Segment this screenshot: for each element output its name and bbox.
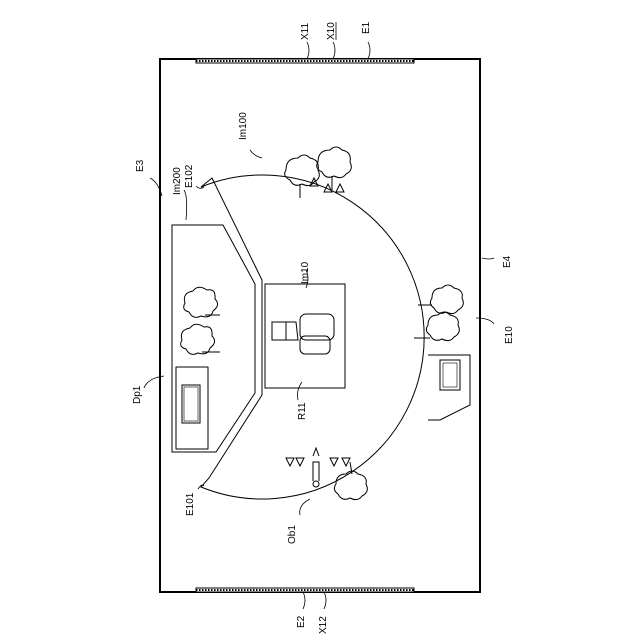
label-r11: R11 <box>297 402 308 420</box>
label-e4: E4 <box>502 255 513 268</box>
label-x10: X10 <box>326 22 337 40</box>
label-x12: X12 <box>318 616 329 634</box>
label-e101: E101 <box>185 492 196 516</box>
tree-icon <box>418 285 463 314</box>
wide-image-region <box>201 175 424 499</box>
label-im10: Im10 <box>300 261 311 284</box>
label-x11: X11 <box>300 23 311 40</box>
display-frame <box>160 59 480 592</box>
tree-icon <box>285 155 320 198</box>
label-e3: E3 <box>135 159 146 172</box>
tree-icon <box>181 324 220 354</box>
label-ob1: Ob1 <box>287 525 298 544</box>
label-im100: Im100 <box>238 112 249 140</box>
label-e2: E2 <box>296 615 307 628</box>
cone-icon <box>310 178 344 192</box>
tree-icon <box>334 462 367 500</box>
label-e1: E1 <box>361 21 372 34</box>
tree-icon <box>317 147 352 190</box>
label-im200: Im200 <box>172 167 183 195</box>
center-object <box>272 314 334 354</box>
person-icon <box>313 448 319 487</box>
leader-lines <box>144 42 494 609</box>
top-edge-strip <box>196 59 414 63</box>
bottom-edge-strip <box>196 588 414 592</box>
label-e10: E10 <box>504 326 515 344</box>
label-e102: E102 <box>184 164 195 188</box>
label-dp1: Dp1 <box>132 385 143 404</box>
building-left <box>176 367 208 449</box>
tree-icon <box>184 287 220 317</box>
building-right <box>428 355 470 420</box>
tree-icon <box>414 312 459 341</box>
